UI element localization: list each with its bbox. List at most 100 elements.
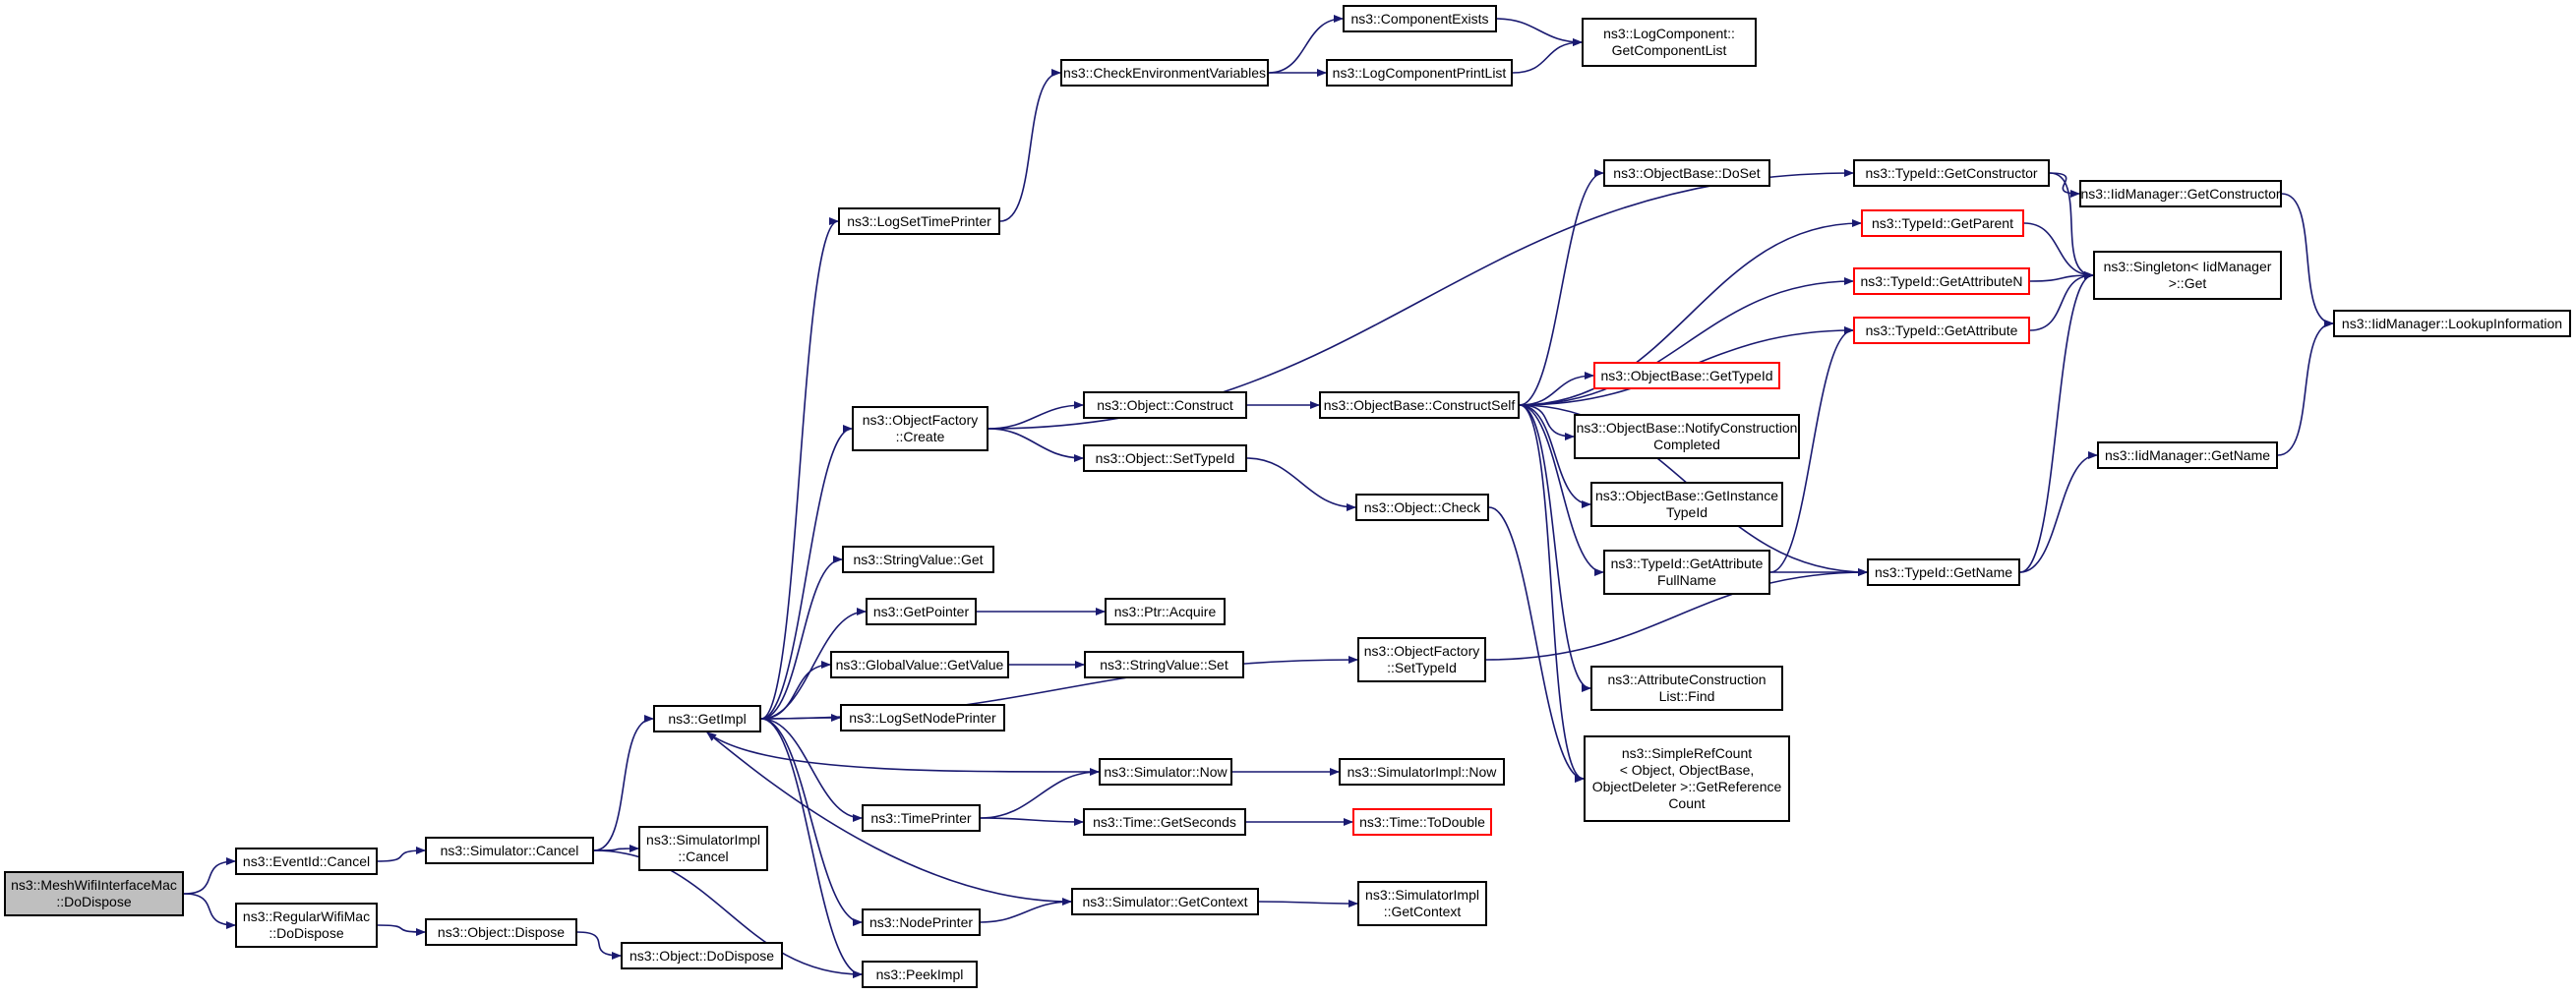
- edge-objectbase-constructself-to-objectbase-getinstancetypeid: [1519, 404, 1591, 508]
- node-typeid-getparent[interactable]: ns3::TypeId::GetParent: [1861, 209, 2024, 237]
- edge-iidmanager-getconstructor-to-iidmanager-lookup: [2281, 193, 2334, 327]
- node-typeid-getname[interactable]: ns3::TypeId::GetName: [1867, 558, 2020, 586]
- node-obj-dodispose[interactable]: ns3::Object::DoDispose: [621, 942, 783, 969]
- node-object-construct[interactable]: ns3::Object::Construct: [1083, 391, 1247, 419]
- node-simulator-now[interactable]: ns3::Simulator::Now: [1099, 758, 1232, 786]
- node-objfactory-create[interactable]: ns3::ObjectFactory ::Create: [852, 406, 988, 451]
- node-iidmanager-lookup[interactable]: ns3::IidManager::LookupInformation: [2333, 310, 2571, 337]
- edge-root-to-eventid-cancel: [183, 857, 236, 895]
- node-simimpl-getcontext[interactable]: ns3::SimulatorImpl ::GetContext: [1357, 881, 1487, 926]
- edge-objectbase-constructself-to-objectbase-gettypeid: [1519, 372, 1594, 406]
- edge-objectbase-constructself-to-typeid-getparent: [1519, 219, 1862, 406]
- edge-eventid-cancel-to-sim-cancel: [377, 847, 426, 862]
- edge-typeid-getname-to-singleton-get: [2019, 271, 2094, 573]
- edge-objfactory-create-to-object-construct: [988, 401, 1084, 430]
- edge-object-check-to-simplerefcount: [1488, 506, 1585, 783]
- edge-getimpl-to-globalvalue-getvalue: [760, 661, 831, 720]
- node-typeid-getattributefullname[interactable]: ns3::TypeId::GetAttribute FullName: [1603, 550, 1770, 595]
- node-iidmanager-getname[interactable]: ns3::IidManager::GetName: [2097, 441, 2278, 469]
- node-objectbase-getinstancetypeid[interactable]: ns3::ObjectBase::GetInstance TypeId: [1590, 482, 1783, 527]
- node-obj-dispose[interactable]: ns3::Object::Dispose: [425, 918, 577, 946]
- edge-object-settypeid-to-object-check: [1246, 457, 1356, 511]
- node-logcomponentprintlist[interactable]: ns3::LogComponentPrintList: [1326, 59, 1513, 87]
- edge-root-to-regular-dodispose: [183, 893, 236, 929]
- edge-typeid-getname-to-iidmanager-getname: [2019, 451, 2098, 573]
- edge-timeprinter-to-simulator-now: [980, 768, 1100, 819]
- node-time-todouble[interactable]: ns3::Time::ToDouble: [1352, 808, 1492, 836]
- edge-sim-cancel-to-peekimpl: [593, 849, 863, 978]
- edge-obj-dispose-to-obj-dodispose: [576, 931, 622, 960]
- edge-componentexists-to-getcomponentlist: [1496, 18, 1583, 46]
- node-objectbase-notify[interactable]: ns3::ObjectBase::NotifyConstruction Comp…: [1574, 414, 1800, 459]
- edge-checkenv-to-componentexists: [1268, 15, 1344, 74]
- edge-iidmanager-getname-to-iidmanager-lookup: [2277, 320, 2334, 456]
- node-root[interactable]: ns3::MeshWifiInterfaceMac ::DoDispose: [4, 871, 184, 916]
- node-peekimpl[interactable]: ns3::PeekImpl: [862, 961, 978, 988]
- node-objectbase-gettypeid[interactable]: ns3::ObjectBase::GetTypeId: [1593, 362, 1780, 389]
- edge-regular-dodispose-to-obj-dispose: [377, 924, 426, 936]
- edge-objectbase-constructself-to-typeid-getattributefullname: [1519, 404, 1604, 576]
- node-simimpl-now[interactable]: ns3::SimulatorImpl::Now: [1339, 758, 1505, 786]
- edge-objectbase-constructself-to-simplerefcount: [1519, 404, 1585, 783]
- node-simplerefcount[interactable]: ns3::SimpleRefCount < Object, ObjectBase…: [1584, 735, 1790, 822]
- edge-typeid-getconstructor-to-iidmanager-getconstructor: [2049, 172, 2080, 198]
- node-componentexists[interactable]: ns3::ComponentExists: [1343, 5, 1497, 32]
- edge-typeid-getparent-to-singleton-get: [2023, 222, 2094, 279]
- edge-typeid-getattribute-to-singleton-get: [2029, 271, 2094, 331]
- edge-objfactory-create-to-object-settypeid: [988, 428, 1084, 462]
- node-nodeprinter[interactable]: ns3::NodePrinter: [862, 908, 981, 936]
- edge-logcomponentprintlist-to-getcomponentlist: [1512, 38, 1583, 74]
- edge-logsettimeprinter-to-checkenv: [999, 69, 1061, 222]
- edge-typeid-getattributefullname-to-typeid-getattribute: [1769, 326, 1854, 573]
- node-checkenv[interactable]: ns3::CheckEnvironmentVariables: [1060, 59, 1269, 87]
- node-regular-dodispose[interactable]: ns3::RegularWifiMac ::DoDispose: [235, 903, 378, 948]
- edge-getimpl-to-objfactory-create: [760, 425, 853, 720]
- node-attrconstructionlist-find[interactable]: ns3::AttributeConstruction List::Find: [1590, 666, 1783, 711]
- node-globalvalue-getvalue[interactable]: ns3::GlobalValue::GetValue: [830, 651, 1009, 678]
- edge-getimpl-to-peekimpl: [760, 718, 863, 978]
- node-getimpl[interactable]: ns3::GetImpl: [653, 705, 761, 732]
- edge-objfactory-create-to-typeid-getconstructor: [988, 169, 1854, 430]
- node-stringvalue-set[interactable]: ns3::StringValue::Set: [1084, 651, 1244, 678]
- node-ptr-acquire[interactable]: ns3::Ptr::Acquire: [1105, 598, 1226, 625]
- node-simimpl-cancel[interactable]: ns3::SimulatorImpl ::Cancel: [638, 826, 768, 871]
- edge-objectbase-constructself-to-attrconstructionlist-find: [1519, 404, 1591, 692]
- edge-typeid-getconstructor-to-singleton-get: [2049, 172, 2094, 279]
- node-objectbase-constructself[interactable]: ns3::ObjectBase::ConstructSelf: [1319, 391, 1520, 419]
- node-timeprinter[interactable]: ns3::TimePrinter: [862, 804, 981, 832]
- edge-objectbase-constructself-to-objectbase-doset: [1519, 169, 1604, 406]
- node-logsettimeprinter[interactable]: ns3::LogSetTimePrinter: [838, 207, 1000, 235]
- edge-objectbase-constructself-to-typeid-getattributen: [1519, 277, 1854, 406]
- edge-getimpl-to-nodeprinter: [760, 718, 863, 926]
- edge-objectbase-constructself-to-objectbase-notify: [1519, 404, 1575, 440]
- edge-simulator-now-to-getimpl: [706, 732, 1100, 773]
- node-object-settypeid[interactable]: ns3::Object::SetTypeId: [1083, 444, 1247, 472]
- node-getpointer[interactable]: ns3::GetPointer: [866, 598, 977, 625]
- node-time-getseconds[interactable]: ns3::Time::GetSeconds: [1083, 808, 1246, 836]
- edge-timeprinter-to-time-getseconds: [980, 817, 1084, 826]
- node-typeid-getattribute[interactable]: ns3::TypeId::GetAttribute: [1853, 317, 2030, 344]
- node-typeid-getconstructor[interactable]: ns3::TypeId::GetConstructor: [1853, 159, 2050, 187]
- edge-sim-cancel-to-getimpl: [593, 715, 654, 851]
- edge-getimpl-to-logsettimeprinter: [760, 217, 839, 720]
- node-iidmanager-getconstructor[interactable]: ns3::IidManager::GetConstructor: [2079, 180, 2282, 207]
- node-eventid-cancel[interactable]: ns3::EventId::Cancel: [235, 848, 378, 875]
- node-logsetnodeprinter[interactable]: ns3::LogSetNodePrinter: [840, 704, 1005, 732]
- edge-getimpl-to-stringvalue-get: [760, 556, 843, 720]
- node-getcomponentlist[interactable]: ns3::LogComponent:: GetComponentList: [1582, 18, 1757, 67]
- edge-simulator-getcontext-to-simimpl-getcontext: [1258, 899, 1358, 907]
- node-objfactory-settypeid[interactable]: ns3::ObjectFactory ::SetTypeId: [1357, 637, 1486, 682]
- edge-getimpl-to-timeprinter: [760, 718, 863, 822]
- node-objectbase-doset[interactable]: ns3::ObjectBase::DoSet: [1603, 159, 1770, 187]
- edge-simulator-getcontext-to-getimpl: [706, 732, 1072, 903]
- edge-nodeprinter-to-simulator-getcontext: [980, 898, 1072, 923]
- node-typeid-getattributen[interactable]: ns3::TypeId::GetAttributeN: [1853, 267, 2030, 295]
- node-sim-cancel[interactable]: ns3::Simulator::Cancel: [425, 837, 594, 864]
- node-stringvalue-get[interactable]: ns3::StringValue::Get: [842, 546, 994, 573]
- node-singleton-get[interactable]: ns3::Singleton< IidManager >::Get: [2093, 251, 2282, 300]
- node-simulator-getcontext[interactable]: ns3::Simulator::GetContext: [1071, 888, 1259, 915]
- edge-typeid-getattributen-to-singleton-get: [2029, 271, 2094, 282]
- node-object-check[interactable]: ns3::Object::Check: [1355, 494, 1489, 521]
